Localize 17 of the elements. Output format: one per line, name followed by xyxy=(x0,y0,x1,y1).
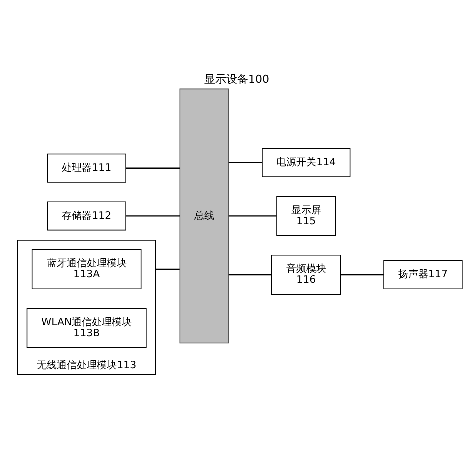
node-box: 蓝牙通信处理模块 113A xyxy=(32,249,142,290)
node-box: WLAN通信处理模块 113B xyxy=(26,308,147,348)
node-box: 总线 xyxy=(180,88,230,344)
diagram-title: 显示设备100 xyxy=(204,72,270,86)
node-box: 扬声器117 xyxy=(384,260,463,290)
connector xyxy=(156,268,180,270)
node-box: 处理器111 xyxy=(47,153,126,182)
node-box: 存储器112 xyxy=(47,201,126,230)
connector xyxy=(228,274,272,276)
node-box: 电源开关114 xyxy=(262,148,351,177)
connector xyxy=(126,215,180,216)
node-box: 音频模块 116 xyxy=(272,254,342,294)
connector xyxy=(228,162,262,163)
node-box: 显示屏 115 xyxy=(276,196,336,236)
connector xyxy=(341,274,384,276)
connector xyxy=(126,167,180,168)
connector xyxy=(228,215,277,216)
